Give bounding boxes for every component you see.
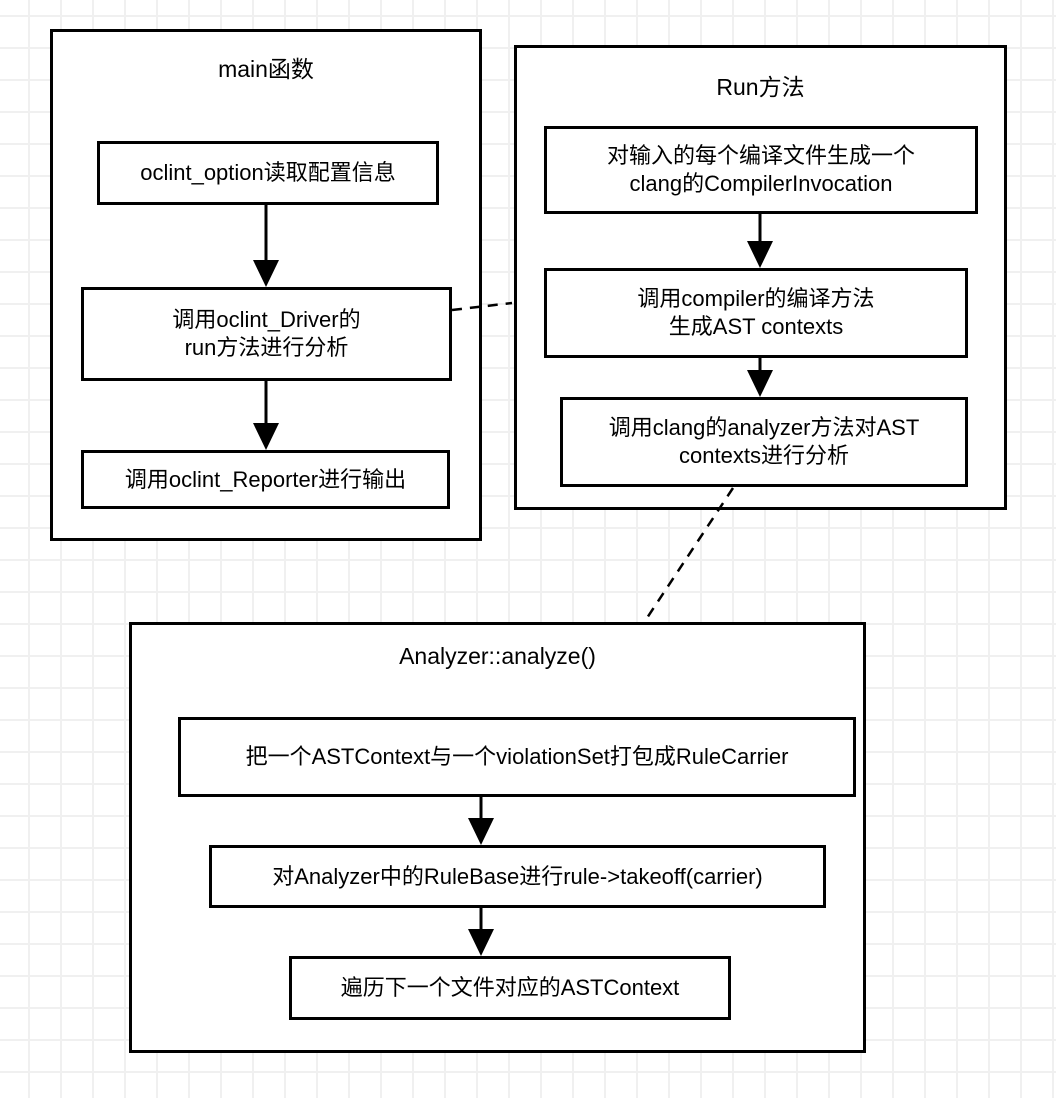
step-text-line2: 生成AST contexts	[668, 314, 844, 339]
group-analyzer-analyze-title: Analyzer::analyze()	[399, 643, 596, 669]
step-text: 调用oclint_Reporter进行输出	[124, 466, 407, 492]
step-text-line2: clang的CompilerInvocation	[629, 171, 893, 196]
step-text: 遍历下一个文件对应的ASTContext	[340, 975, 680, 1000]
step-compile-generate-ast-contexts: 调用compiler的编译方法 生成AST contexts	[544, 268, 968, 358]
step-text: 对Analyzer中的RuleBase进行rule->takeoff(carri…	[272, 863, 763, 889]
step-text-line1: 调用compiler的编译方法	[637, 286, 875, 311]
group-main-function-title: main函数	[218, 56, 314, 82]
step-iterate-next-astcontext: 遍历下一个文件对应的ASTContext	[289, 956, 731, 1020]
step-text-line1: 调用clang的analyzer方法对AST	[608, 415, 920, 440]
step-oclint-option-read-config: oclint_option读取配置信息	[97, 141, 439, 205]
step-text-line2: run方法进行分析	[184, 335, 349, 360]
step-text-line2: contexts进行分析	[679, 443, 849, 468]
step-call-reporter-output: 调用oclint_Reporter进行输出	[81, 450, 450, 509]
group-run-method-title: Run方法	[716, 74, 805, 100]
step-analyzer-analyze-ast-contexts: 调用clang的analyzer方法对AST contexts进行分析	[560, 397, 968, 487]
step-rulebase-takeoff-carrier: 对Analyzer中的RuleBase进行rule->takeoff(carri…	[209, 845, 826, 908]
step-generate-compiler-invocation: 对输入的每个编译文件生成一个 clang的CompilerInvocation	[544, 126, 978, 214]
step-text: oclint_option读取配置信息	[140, 160, 396, 185]
step-call-driver-run: 调用oclint_Driver的 run方法进行分析	[81, 287, 452, 381]
step-text-line1: 调用oclint_Driver的	[172, 307, 361, 332]
step-text-line1: 对输入的每个编译文件生成一个	[606, 143, 915, 168]
step-pack-rulecarrier: 把一个ASTContext与一个violationSet打包成RuleCarri…	[178, 717, 856, 797]
step-text: 把一个ASTContext与一个violationSet打包成RuleCarri…	[245, 744, 789, 769]
